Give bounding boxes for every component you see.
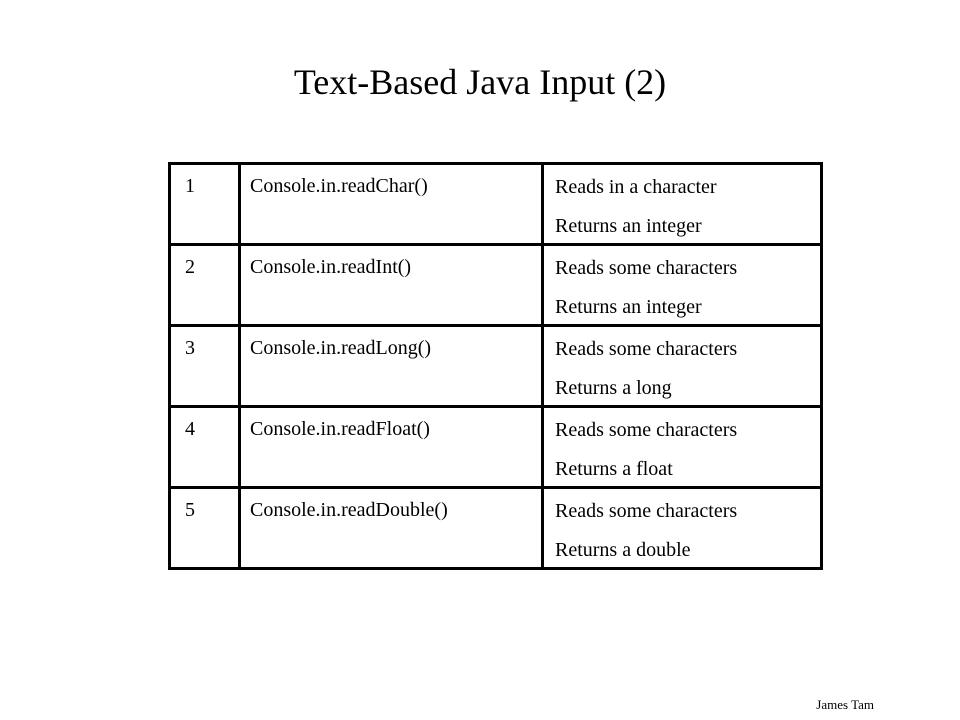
description-reads: Reads some characters [555, 500, 738, 522]
row-number: 2 [168, 243, 241, 327]
description-reads: Reads some characters [555, 257, 738, 279]
description-returns: Returns an integer [555, 296, 702, 318]
description-reads: Reads in a character [555, 176, 717, 198]
row-number: 3 [168, 324, 241, 408]
input-methods-table: 1 Console.in.readChar() Reads in a chara… [168, 162, 823, 570]
slide-title: Text-Based Java Input (2) [293, 62, 667, 102]
method-description: Reads some characters Returns a double [541, 486, 823, 570]
method-name: Console.in.readDouble() [238, 486, 544, 570]
method-name: Console.in.readChar() [238, 162, 544, 246]
description-reads: Reads some characters [555, 338, 738, 360]
description-returns: Returns a long [555, 377, 672, 399]
row-number: 4 [168, 405, 241, 489]
description-returns: Returns an integer [555, 215, 702, 237]
description-returns: Returns a float [555, 458, 673, 480]
method-name: Console.in.readLong() [238, 324, 544, 408]
table-row: 2 Console.in.readInt() Reads some charac… [168, 243, 823, 327]
table-row: 3 Console.in.readLong() Reads some chara… [168, 324, 823, 408]
method-description: Reads in a character Returns an integer [541, 162, 823, 246]
description-returns: Returns a double [555, 539, 691, 561]
row-number: 1 [168, 162, 241, 246]
method-name: Console.in.readFloat() [238, 405, 544, 489]
table-row: 5 Console.in.readDouble() Reads some cha… [168, 486, 823, 570]
method-name: Console.in.readInt() [238, 243, 544, 327]
description-reads: Reads some characters [555, 419, 738, 441]
method-description: Reads some characters Returns an integer [541, 243, 823, 327]
table-row: 4 Console.in.readFloat() Reads some char… [168, 405, 823, 489]
row-number: 5 [168, 486, 241, 570]
method-description: Reads some characters Returns a float [541, 405, 823, 489]
table-row: 1 Console.in.readChar() Reads in a chara… [168, 162, 823, 246]
author-footer: James Tam [816, 697, 874, 712]
method-description: Reads some characters Returns a long [541, 324, 823, 408]
